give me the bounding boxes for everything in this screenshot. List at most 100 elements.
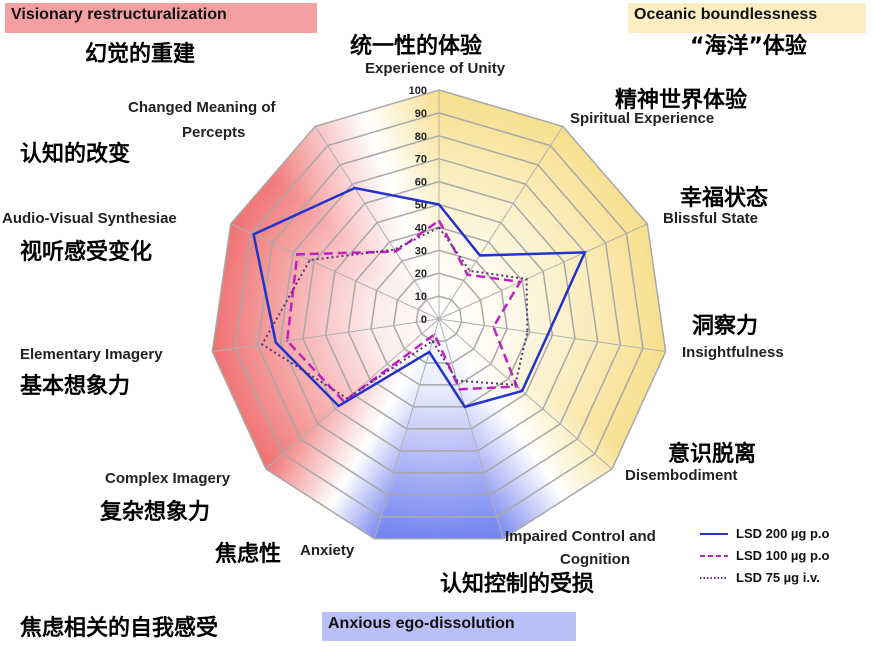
axis-label: Anxiety bbox=[300, 542, 355, 559]
data-point bbox=[514, 384, 516, 386]
grid-ring bbox=[211, 89, 667, 540]
data-point bbox=[354, 187, 356, 189]
data-point bbox=[519, 281, 522, 283]
axis-label: Complex Imagery bbox=[105, 470, 231, 487]
grid-ring bbox=[324, 203, 554, 430]
axis-label: Disembodiment bbox=[625, 467, 738, 484]
axis-label-cn: 洞察力 bbox=[692, 314, 759, 339]
axis-label-cn: 视听感受变化 bbox=[20, 240, 153, 265]
series-line-solid bbox=[252, 186, 587, 409]
axis-label-cn: 焦虑性 bbox=[215, 542, 282, 567]
data-point bbox=[343, 400, 345, 403]
grid-ring bbox=[279, 157, 599, 474]
region-label-oceanic-cn: “海洋”体验 bbox=[690, 34, 807, 59]
data-point bbox=[394, 250, 397, 253]
data-point bbox=[584, 251, 586, 254]
tick-label: 30 bbox=[415, 245, 427, 257]
data-point bbox=[516, 385, 518, 388]
data-point bbox=[286, 340, 288, 342]
legend-item-lsd100: LSD 100 µg p.o bbox=[700, 548, 829, 563]
axis-label: Insightfulness bbox=[682, 344, 784, 361]
series-line-dashed bbox=[285, 218, 523, 404]
grid-ring bbox=[392, 272, 486, 364]
grid-ring bbox=[415, 295, 463, 342]
series-line-dotted bbox=[260, 226, 529, 400]
axis-label-cn: 复杂想象力 bbox=[100, 500, 211, 525]
grid-ring bbox=[370, 249, 508, 386]
region-label-visionary: Visionary restructuralization bbox=[5, 3, 317, 33]
data-point bbox=[431, 340, 434, 342]
axis-label: Impaired Control and bbox=[505, 528, 656, 545]
axis-label-cn: 基本想象力 bbox=[20, 374, 131, 399]
tick-label: 100 bbox=[409, 85, 427, 97]
legend-item-lsd75: LSD 75 µg i.v. bbox=[700, 570, 820, 585]
data-point bbox=[428, 351, 431, 353]
tick-label: 0 bbox=[421, 314, 427, 326]
data-point bbox=[479, 254, 481, 257]
data-point bbox=[464, 406, 466, 408]
data-point bbox=[261, 343, 263, 346]
data-point bbox=[456, 379, 458, 382]
legend-label: LSD 200 µg p.o bbox=[736, 526, 830, 541]
legend-swatch-dashed bbox=[700, 554, 728, 557]
tick-label: 70 bbox=[415, 154, 427, 166]
region-label-anxious: Anxious ego-dissolution bbox=[322, 612, 576, 641]
grid-ring bbox=[256, 135, 622, 496]
legend-swatch-solid bbox=[700, 532, 728, 535]
data-point bbox=[346, 397, 349, 400]
data-point bbox=[274, 341, 277, 344]
data-point bbox=[547, 333, 549, 336]
region-label-anxious-cn: 焦虑相关的自我感受 bbox=[20, 616, 219, 641]
legend-swatch-dotted bbox=[700, 576, 728, 579]
axis-label: Audio-Visual Synthesiae bbox=[2, 210, 177, 227]
data-point bbox=[393, 248, 396, 251]
grid-spoke bbox=[438, 126, 564, 320]
series-group bbox=[252, 186, 587, 409]
region-label-visionary-cn: 幻觉的重建 bbox=[85, 42, 196, 67]
axis-label-cn: 精神世界体验 bbox=[615, 88, 748, 113]
legend-label: LSD 75 µg i.v. bbox=[736, 570, 820, 585]
grid-spoke bbox=[230, 223, 440, 320]
grid-ring bbox=[234, 112, 644, 518]
data-point bbox=[521, 390, 523, 392]
data-point bbox=[492, 326, 495, 328]
grid-spoke bbox=[438, 318, 504, 539]
grid-spoke bbox=[374, 318, 440, 539]
grid-spoke bbox=[212, 318, 440, 353]
axis-label-cn: 幸福状态 bbox=[680, 186, 769, 211]
axis-label-cn: 认知的改变 bbox=[20, 142, 131, 167]
axis-label: Percepts bbox=[182, 124, 246, 141]
axis-label-cn: 意识脱离 bbox=[668, 442, 757, 467]
data-point bbox=[309, 259, 311, 261]
data-point bbox=[337, 405, 340, 407]
data-point bbox=[438, 203, 440, 206]
tick-label: 60 bbox=[415, 177, 427, 189]
axis-label-cn: 认知控制的受损 bbox=[440, 572, 595, 597]
data-point bbox=[466, 273, 469, 276]
axis-label: Experience of Unity bbox=[365, 60, 506, 77]
axis-label: Changed Meaning of bbox=[128, 99, 276, 116]
radar-grid bbox=[211, 89, 667, 540]
data-point bbox=[526, 330, 529, 333]
axis-label: Spiritual Experience bbox=[570, 110, 715, 127]
grid-ring bbox=[347, 226, 531, 408]
tick-label: 90 bbox=[415, 108, 427, 120]
tick-label: 80 bbox=[415, 131, 427, 143]
axis-label-cn: 统一性的体验 bbox=[350, 34, 483, 59]
data-point bbox=[458, 388, 461, 391]
data-point bbox=[296, 253, 299, 256]
axis-label: Elementary Imagery bbox=[20, 346, 163, 363]
tick-label: 20 bbox=[415, 268, 427, 280]
data-point bbox=[438, 219, 440, 222]
grid-spoke bbox=[314, 126, 440, 320]
data-point bbox=[252, 233, 255, 236]
region-label-oceanic: Oceanic boundlessness bbox=[628, 3, 866, 33]
tick-label: 10 bbox=[415, 291, 427, 303]
grid-spoke bbox=[438, 318, 666, 353]
grid-spoke bbox=[438, 223, 648, 320]
data-point bbox=[433, 333, 436, 336]
axis-label: Blissful State bbox=[663, 210, 759, 227]
legend-label: LSD 100 µg p.o bbox=[736, 548, 830, 563]
data-point bbox=[438, 226, 440, 229]
